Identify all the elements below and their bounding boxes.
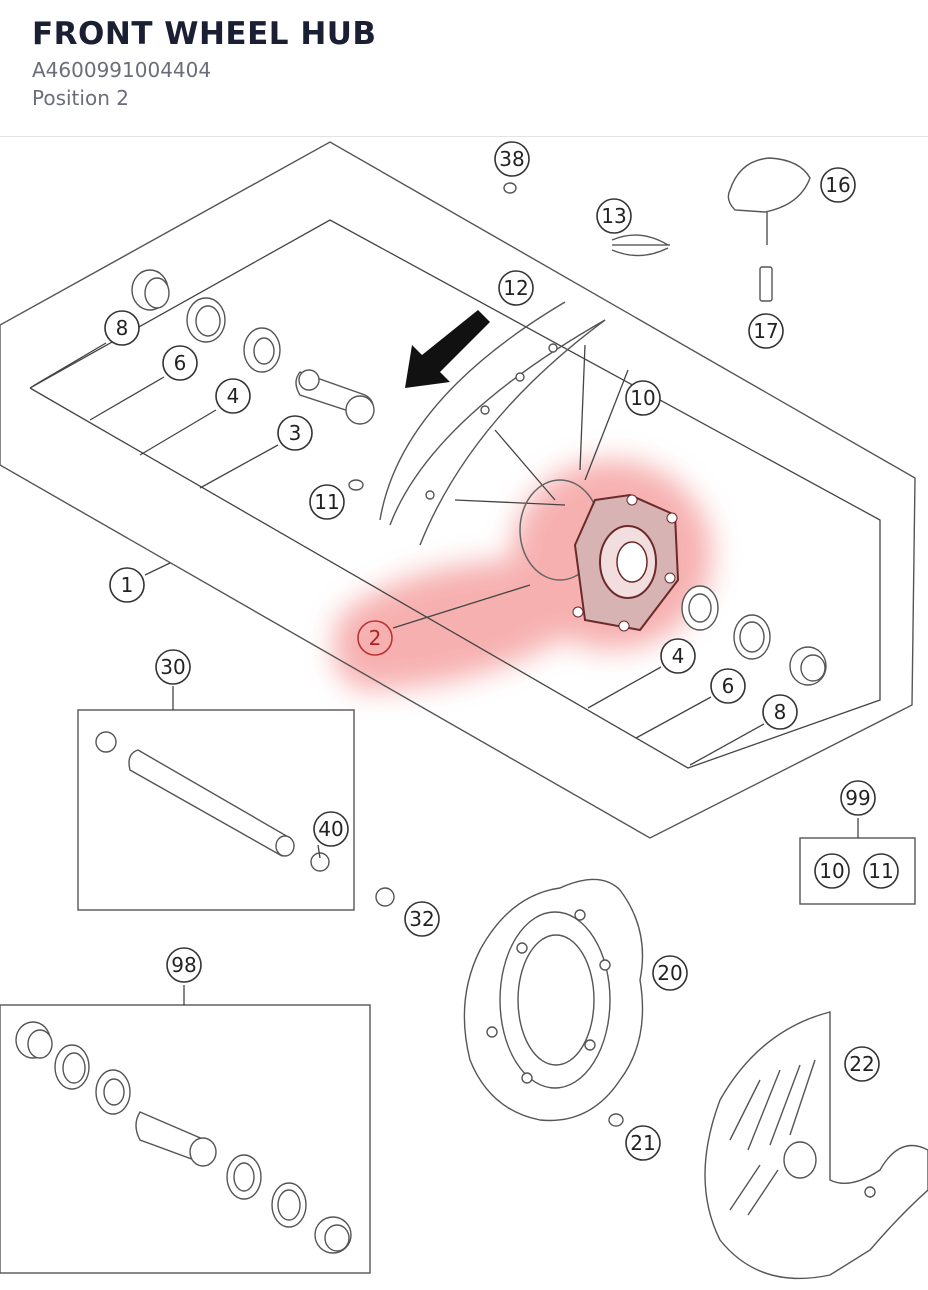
spokes — [454, 344, 629, 506]
callout-6-right[interactable]: 6 — [710, 668, 746, 704]
svg-text:11: 11 — [314, 490, 339, 514]
rim — [379, 301, 606, 546]
svg-text:20: 20 — [657, 961, 682, 985]
position-label: Position 2 — [32, 86, 129, 110]
callout-13[interactable]: 13 — [596, 198, 632, 234]
svg-text:10: 10 — [630, 386, 655, 410]
svg-text:11: 11 — [868, 859, 893, 883]
callout-17[interactable]: 17 — [748, 313, 784, 349]
svg-text:38: 38 — [499, 147, 524, 171]
callout-12[interactable]: 12 — [498, 270, 534, 306]
wheel-assembly-frame — [0, 141, 916, 839]
callout-6[interactable]: 6 — [162, 345, 198, 381]
svg-text:16: 16 — [825, 173, 850, 197]
front-wheel-hub — [519, 479, 680, 632]
callout-11[interactable]: 11 — [309, 484, 345, 520]
part-number: A4600991004404 — [32, 58, 212, 82]
svg-text:10: 10 — [819, 859, 844, 883]
callout-21[interactable]: 21 — [625, 1125, 661, 1161]
header: FRONT WHEEL HUB A4600991004404 Position … — [0, 0, 928, 137]
svg-text:8: 8 — [774, 700, 787, 724]
callout-98[interactable]: 98 — [166, 947, 202, 983]
callout-22[interactable]: 22 — [844, 1046, 880, 1082]
svg-text:2: 2 — [369, 626, 382, 650]
svg-text:4: 4 — [227, 384, 240, 408]
svg-text:98: 98 — [171, 953, 196, 977]
exploded-diagram: 38 16 13 12 17 8 6 4 3 10 11 1 2 4 6 8 3… — [0, 141, 928, 1280]
leader-lines — [32, 342, 765, 859]
svg-text:6: 6 — [174, 351, 187, 375]
svg-text:13: 13 — [601, 204, 626, 228]
svg-text:32: 32 — [409, 907, 434, 931]
left-bearings — [131, 269, 375, 425]
callout-30[interactable]: 30 — [155, 649, 191, 685]
svg-text:12: 12 — [503, 276, 528, 300]
callout-32[interactable]: 32 — [404, 901, 440, 937]
svg-text:99: 99 — [845, 786, 870, 810]
callout-16[interactable]: 16 — [820, 167, 856, 203]
svg-text:22: 22 — [849, 1052, 874, 1076]
right-bearings — [681, 585, 827, 686]
kit-box-99 — [799, 818, 916, 905]
rotation-arrow-icon — [405, 310, 490, 388]
callout-40[interactable]: 40 — [313, 811, 349, 847]
callout-11-kit[interactable]: 11 — [863, 853, 899, 889]
callout-1[interactable]: 1 — [109, 567, 145, 603]
svg-text:1: 1 — [121, 573, 134, 597]
svg-text:17: 17 — [753, 319, 778, 343]
callout-10[interactable]: 10 — [625, 380, 661, 416]
callout-3[interactable]: 3 — [277, 415, 313, 451]
svg-text:3: 3 — [289, 421, 302, 445]
svg-text:21: 21 — [630, 1131, 655, 1155]
svg-text:30: 30 — [160, 655, 185, 679]
axle-kit-box — [77, 686, 355, 911]
callout-38[interactable]: 38 — [494, 141, 530, 177]
svg-text:4: 4 — [672, 644, 685, 668]
callout-2[interactable]: 2 — [357, 620, 393, 656]
callout-20[interactable]: 20 — [652, 955, 688, 991]
brake-disc — [375, 878, 644, 1127]
svg-text:40: 40 — [318, 817, 343, 841]
callout-8-right[interactable]: 8 — [762, 694, 798, 730]
page-title: FRONT WHEEL HUB — [32, 16, 377, 52]
callout-4-right[interactable]: 4 — [660, 638, 696, 674]
svg-text:8: 8 — [116, 316, 129, 340]
svg-text:6: 6 — [722, 674, 735, 698]
disc-guard — [704, 1011, 928, 1280]
small-parts — [348, 157, 811, 491]
callout-8[interactable]: 8 — [104, 310, 140, 346]
bearing-kit-box — [0, 985, 371, 1274]
callout-10-kit[interactable]: 10 — [814, 853, 850, 889]
callout-4[interactable]: 4 — [215, 378, 251, 414]
callout-99[interactable]: 99 — [840, 780, 876, 816]
